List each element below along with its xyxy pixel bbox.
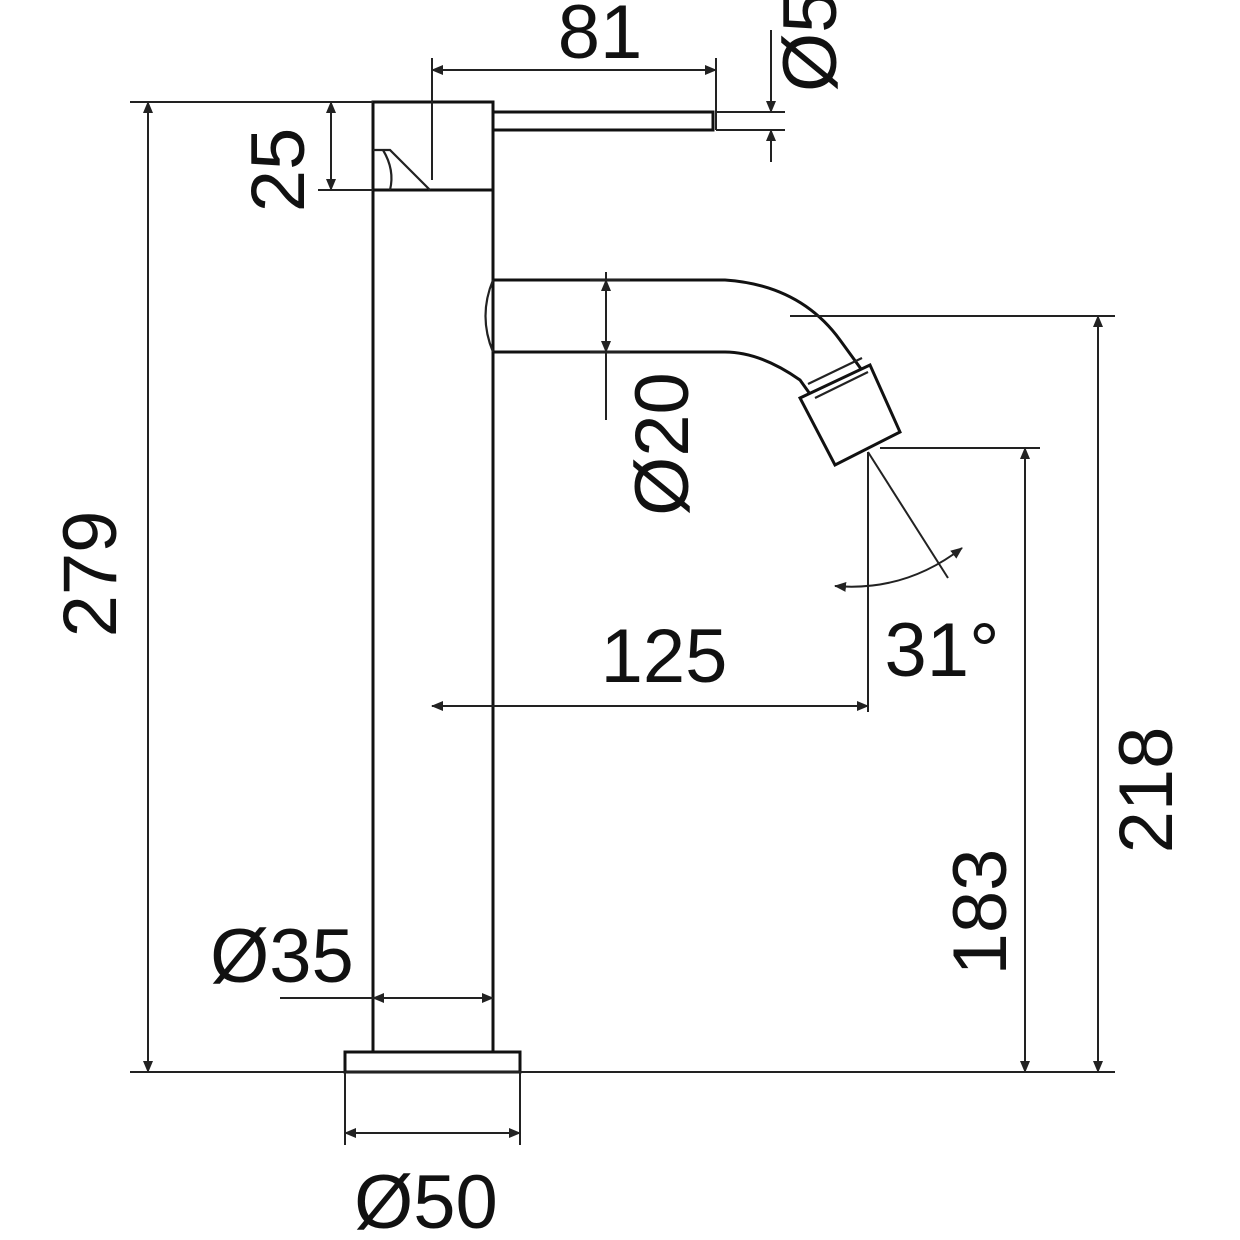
main-body [371, 188, 495, 1054]
label-lever-height: 25 [236, 128, 321, 213]
label-handle-length: 81 [558, 0, 643, 75]
faucet-outline [343, 100, 902, 1074]
label-body-diameter: Ø35 [210, 914, 354, 999]
label-spout-diameter: Ø20 [620, 372, 705, 516]
spout [484, 278, 902, 468]
label-base-diameter: Ø50 [354, 1160, 498, 1240]
label-outlet-height: 183 [938, 849, 1023, 976]
base-plate [343, 1050, 522, 1074]
label-spout-angle: 31° [885, 608, 1000, 693]
dimension-lines [130, 30, 1115, 1145]
label-handle-diameter: Ø5 [768, 0, 853, 92]
label-spout-reach: 125 [601, 614, 728, 699]
label-spout-height: 218 [1104, 727, 1189, 854]
dimension-labels: 81 Ø5 25 279 Ø20 31° 125 183 218 Ø35 Ø50 [48, 0, 1189, 1240]
handle-rod [491, 110, 715, 132]
label-total-height: 279 [48, 511, 133, 638]
